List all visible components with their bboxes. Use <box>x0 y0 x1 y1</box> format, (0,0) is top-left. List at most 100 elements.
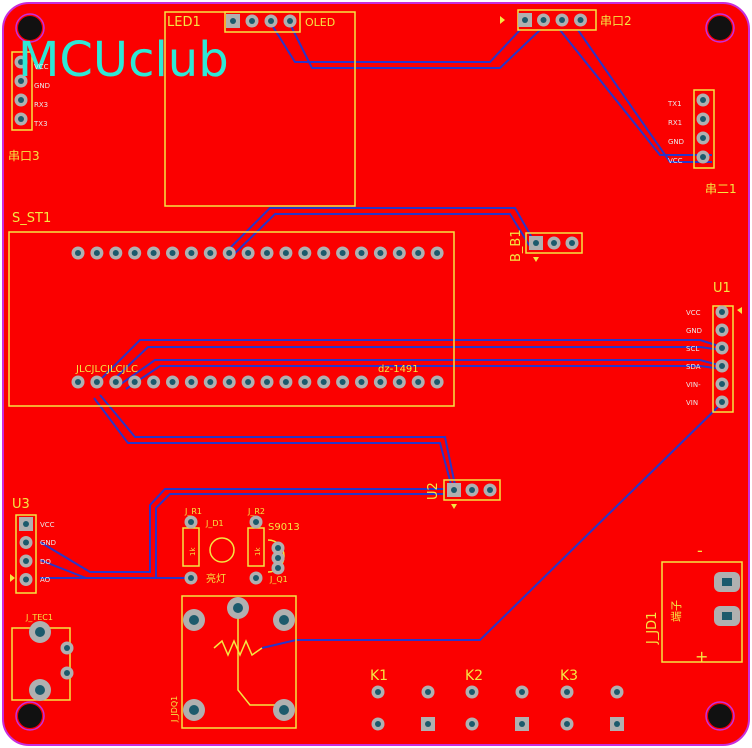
pad-hole <box>226 379 233 385</box>
k1-label: K1 <box>370 668 388 684</box>
board-title: MCUclub <box>18 32 229 88</box>
pad-hole <box>282 379 289 385</box>
plus-label: + <box>695 647 708 666</box>
big-pads <box>29 572 740 721</box>
pad-hole <box>18 116 24 122</box>
pad-hole <box>188 519 194 525</box>
pad-hole <box>358 379 365 385</box>
pin-label: AO <box>40 576 51 584</box>
pad-hole <box>23 539 29 546</box>
u1-pin-labels: VCC GND SCL SDA VIN- VIN <box>686 309 702 407</box>
pad-hole <box>169 250 176 256</box>
jlc-label: JLCJLCJLCJLC <box>75 364 138 375</box>
pad-hole <box>569 240 575 246</box>
pad-hole <box>150 379 157 385</box>
pad-hole <box>131 379 138 385</box>
pad-hole <box>469 487 475 493</box>
oled-label: OLED <box>305 16 335 29</box>
pad-hole <box>564 689 570 695</box>
pad-hole <box>375 721 381 727</box>
pin-label: VCC <box>686 309 701 317</box>
led1-label: LED1 <box>167 15 201 30</box>
pad-hole <box>75 250 81 256</box>
pad-hole <box>226 250 233 256</box>
u3-pin-labels: VCC GND DO AO <box>40 521 56 584</box>
pad-hole <box>64 670 70 676</box>
u2-label: U2 <box>426 482 441 500</box>
pad-hole <box>719 381 725 387</box>
pad-hole <box>522 17 528 23</box>
pad-hole <box>487 487 493 493</box>
pad-hole <box>415 250 422 256</box>
pad-hole <box>23 576 29 583</box>
pad-hole <box>253 575 259 581</box>
pad-hole <box>559 17 565 23</box>
pin-label: VCC <box>668 157 683 165</box>
pad-hole <box>245 379 252 385</box>
pad-hole <box>275 565 281 571</box>
pad-hole <box>75 379 81 385</box>
pad-hole <box>282 250 289 256</box>
pad-hole <box>533 240 539 246</box>
pad-hole <box>112 379 119 385</box>
pad-hole <box>719 399 725 405</box>
pad-hole <box>396 379 403 385</box>
u1-label: U1 <box>713 281 731 296</box>
pad-hole <box>564 721 570 727</box>
pad-hole <box>358 250 365 256</box>
pad-hole <box>245 250 252 256</box>
pad-hole <box>275 545 281 551</box>
pad-hole <box>93 250 100 256</box>
light-label: 亮灯 <box>206 572 226 585</box>
s_st1-label: S_ST1 <box>12 211 51 226</box>
pin-label: GND <box>668 138 684 146</box>
serial1-label: 串二1 <box>705 182 737 196</box>
pad-hole <box>614 721 620 727</box>
pad-hole <box>188 250 195 256</box>
traces <box>39 21 723 649</box>
pad-hole <box>207 379 214 385</box>
pad-hole <box>719 327 725 333</box>
k3-label: K3 <box>560 668 578 684</box>
pad-hole <box>700 135 706 141</box>
pin1-markers <box>10 16 742 582</box>
u3-label: U3 <box>12 497 30 512</box>
pad-hole <box>540 17 547 23</box>
pad-hole <box>301 379 308 385</box>
pad-hole <box>719 345 725 351</box>
pad-hole <box>577 17 584 23</box>
pad-hole <box>301 250 308 256</box>
pad-hole <box>169 379 176 385</box>
pad-hole <box>23 521 29 527</box>
pad-hole <box>188 379 195 385</box>
pad-hole <box>131 250 138 256</box>
pad-hole <box>614 689 620 695</box>
pad-hole <box>425 689 431 695</box>
pad-hole <box>18 97 24 103</box>
pad-hole <box>339 379 346 385</box>
pad-hole <box>469 721 475 727</box>
j_r2-label: J_R2 <box>247 507 265 516</box>
pad-hole <box>275 555 281 561</box>
pad-hole <box>375 689 381 695</box>
pad-hole <box>207 250 214 256</box>
pin-label: VIN <box>686 399 698 407</box>
pad-hole <box>434 379 441 385</box>
pin-label: GND <box>34 82 50 90</box>
pad-hole <box>339 250 346 256</box>
j_r1-label: J_R1 <box>184 507 202 516</box>
pad-hole <box>700 97 706 103</box>
pin-label: SDA <box>686 363 701 371</box>
pin-label: RX3 <box>34 101 48 109</box>
pin-label: VIN- <box>686 381 701 389</box>
pin-label: GND <box>40 539 56 547</box>
serial3-label: 串口3 <box>8 149 40 163</box>
pad-hole <box>64 645 70 651</box>
pad-hole <box>700 116 706 122</box>
pad-hole <box>377 379 384 385</box>
pad-hole <box>425 721 431 727</box>
pad-hole <box>249 18 255 24</box>
pad-hole <box>264 379 270 385</box>
pad-hole <box>230 18 236 24</box>
